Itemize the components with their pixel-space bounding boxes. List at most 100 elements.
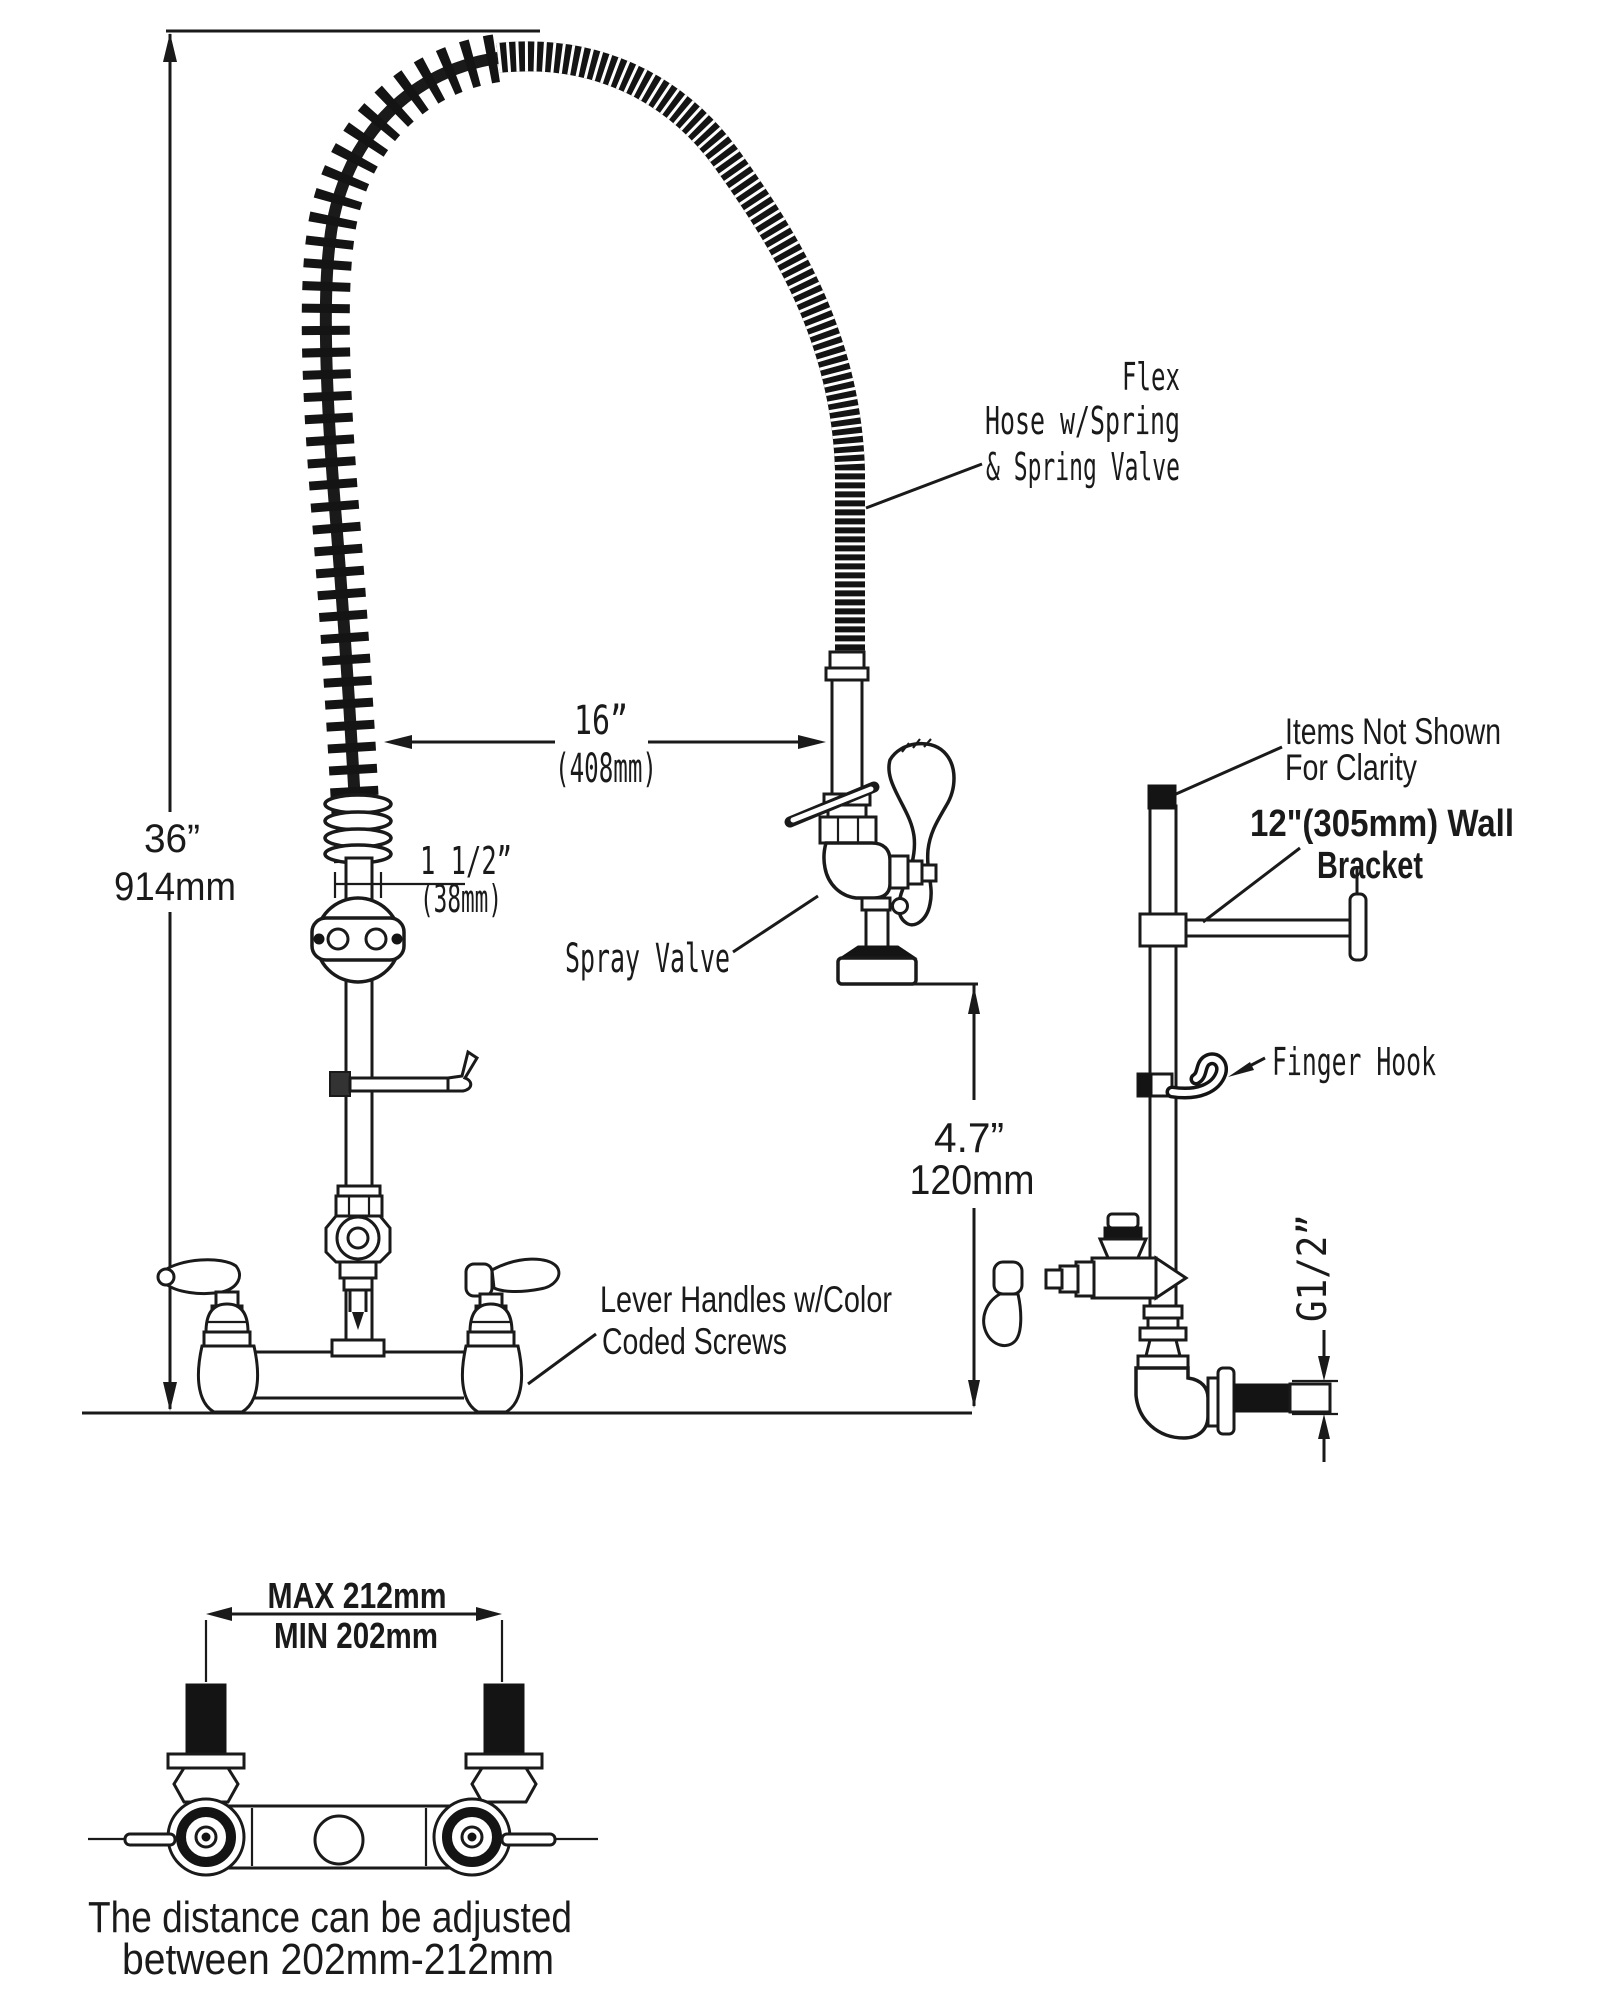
spray-valve-label: Spray Valve (565, 894, 819, 982)
flex-hose-label: Flex Hose w/Spring & Spring Valve (865, 355, 1180, 510)
left-lever-pin (156, 1267, 176, 1287)
handle-pivot-hole (891, 897, 909, 915)
reach-inches-label: 16” (574, 698, 628, 744)
height-inches-label: 36” (144, 817, 200, 861)
hook-clamp-dark (1137, 1073, 1153, 1097)
finger-hook-label: Finger Hook (1272, 1040, 1436, 1084)
left-bonnet (204, 1302, 250, 1334)
side-valve-body (1090, 1256, 1158, 1300)
spray-stem-ring (860, 896, 892, 912)
wall-bracket-label-line2: Bracket (1317, 845, 1423, 887)
finger-hook-inner (1169, 1055, 1225, 1096)
outlet-fitting (920, 863, 938, 883)
right-lever-knob (464, 1262, 494, 1298)
spread-min-label: MIN 202mm (274, 1615, 438, 1656)
wall-flange (1348, 892, 1368, 962)
spray-head-flare (838, 945, 918, 959)
bottom-mounting-view: MAX 212mm MIN 202mm (88, 1575, 598, 1877)
inlet-thread-dimension: G1/2” (1290, 1214, 1338, 1462)
clamp-bolt (326, 927, 350, 951)
arrow-left-icon (384, 735, 412, 749)
arrow-right-icon (798, 735, 826, 749)
arrow-down-icon (968, 1380, 980, 1408)
flex-hose-label-line3: & Spring Valve (986, 445, 1180, 489)
outlet-fitting (906, 859, 924, 886)
side-view-labels: Items Not Shown For Clarity 12"(305mm) W… (1250, 711, 1514, 1084)
inlet-thread-label: G1/2” (1290, 1214, 1336, 1322)
valve-hex (818, 815, 878, 845)
side-bonnet-cap (1106, 1212, 1140, 1230)
adjustment-note: The distance can be adjusted between 202… (88, 1893, 572, 1984)
valve-lever-bar-inner (790, 786, 874, 823)
flex-hose (496, 41, 865, 652)
height-dimension: 36” 914mm (114, 29, 540, 1411)
drop-inches-label: 4.7” (934, 1114, 1004, 1161)
left-body-bell (196, 1344, 260, 1414)
leader-line (865, 462, 983, 510)
hose-collar-ring (824, 666, 870, 682)
cross-pin-right (500, 1832, 557, 1847)
joint-ring-left (176, 1807, 236, 1867)
squeeze-handle (887, 741, 956, 927)
arrow-left-icon (1228, 1062, 1254, 1077)
clamp-pin (313, 933, 325, 945)
body-center-port (313, 1814, 365, 1866)
clamp-bolt (364, 927, 388, 951)
valve-handle-tube (830, 678, 864, 796)
side-view (982, 745, 1368, 1440)
flex-hose-ribs (496, 41, 865, 652)
bracket-clamp (1138, 912, 1188, 948)
valve-elbow-body (822, 841, 892, 900)
spray-valve-assembly (784, 650, 956, 986)
spray-stem (864, 908, 890, 950)
spread-max-label: MAX 212mm (268, 1575, 447, 1616)
joint-ring-right (442, 1807, 502, 1867)
locknut-right (470, 1766, 538, 1804)
items-label-line1: Items Not Shown (1285, 711, 1501, 752)
reach-dimension: 16” (408mm) (384, 698, 826, 792)
side-lever-handle (982, 1292, 1023, 1348)
arrow-up-icon (1318, 1414, 1330, 1439)
valve-lower-ring (338, 1260, 378, 1280)
lever-handles-label: Lever Handles w/Color Coded Screws (527, 1279, 892, 1386)
hose-arch (301, 34, 865, 865)
joint-dot-left (201, 1832, 211, 1842)
valve-hex-nut (334, 1194, 384, 1218)
arrow-left-icon (206, 1607, 232, 1621)
items-label-line2: For Clarity (1285, 747, 1417, 788)
arrow-down-icon (1318, 1356, 1330, 1381)
arm-clamp-block (329, 1071, 351, 1097)
joint-dot-right (467, 1832, 477, 1842)
lever-handles-label-line2: Coded Screws (602, 1321, 787, 1362)
spout-drop (352, 1312, 364, 1330)
locknut-left (172, 1766, 240, 1804)
head-drop-dimension: 4.7” 120mm (852, 982, 1035, 1408)
center-tee (330, 1338, 386, 1358)
union-ring (1136, 1354, 1190, 1370)
flex-hose-label-line1: Flex (1122, 355, 1180, 399)
wall-bracket-label-line1: 12"(305mm) Wall (1250, 803, 1514, 845)
arrow-up-icon (163, 33, 177, 62)
valve-lower-ring (342, 1276, 374, 1292)
spray-head-cup (836, 956, 918, 986)
leader-line (732, 894, 819, 954)
inlet-nipple (1233, 1383, 1291, 1413)
left-collar (202, 1330, 252, 1348)
leader-line (527, 1332, 597, 1386)
handle-grip-rib (912, 738, 921, 749)
lever-handles-label-line1: Lever Handles w/Color (600, 1279, 892, 1320)
front-view-riser: 1 1/2” (38mm) (310, 839, 512, 1352)
side-stem-ring (1044, 1268, 1064, 1290)
arrow-down-icon (163, 1382, 177, 1411)
inlet-flange (1216, 1366, 1236, 1436)
leader-line (1202, 846, 1301, 924)
clamp-pin (391, 933, 403, 945)
left-lever-handle (160, 1258, 241, 1296)
valve-stem-circle (346, 1226, 370, 1250)
handle-grip-rib (923, 738, 932, 748)
side-bonnet-band (1103, 1226, 1143, 1240)
side-lever-knob (992, 1260, 1024, 1296)
union-ring (1138, 1326, 1188, 1342)
inlet-shank-left (185, 1683, 227, 1755)
